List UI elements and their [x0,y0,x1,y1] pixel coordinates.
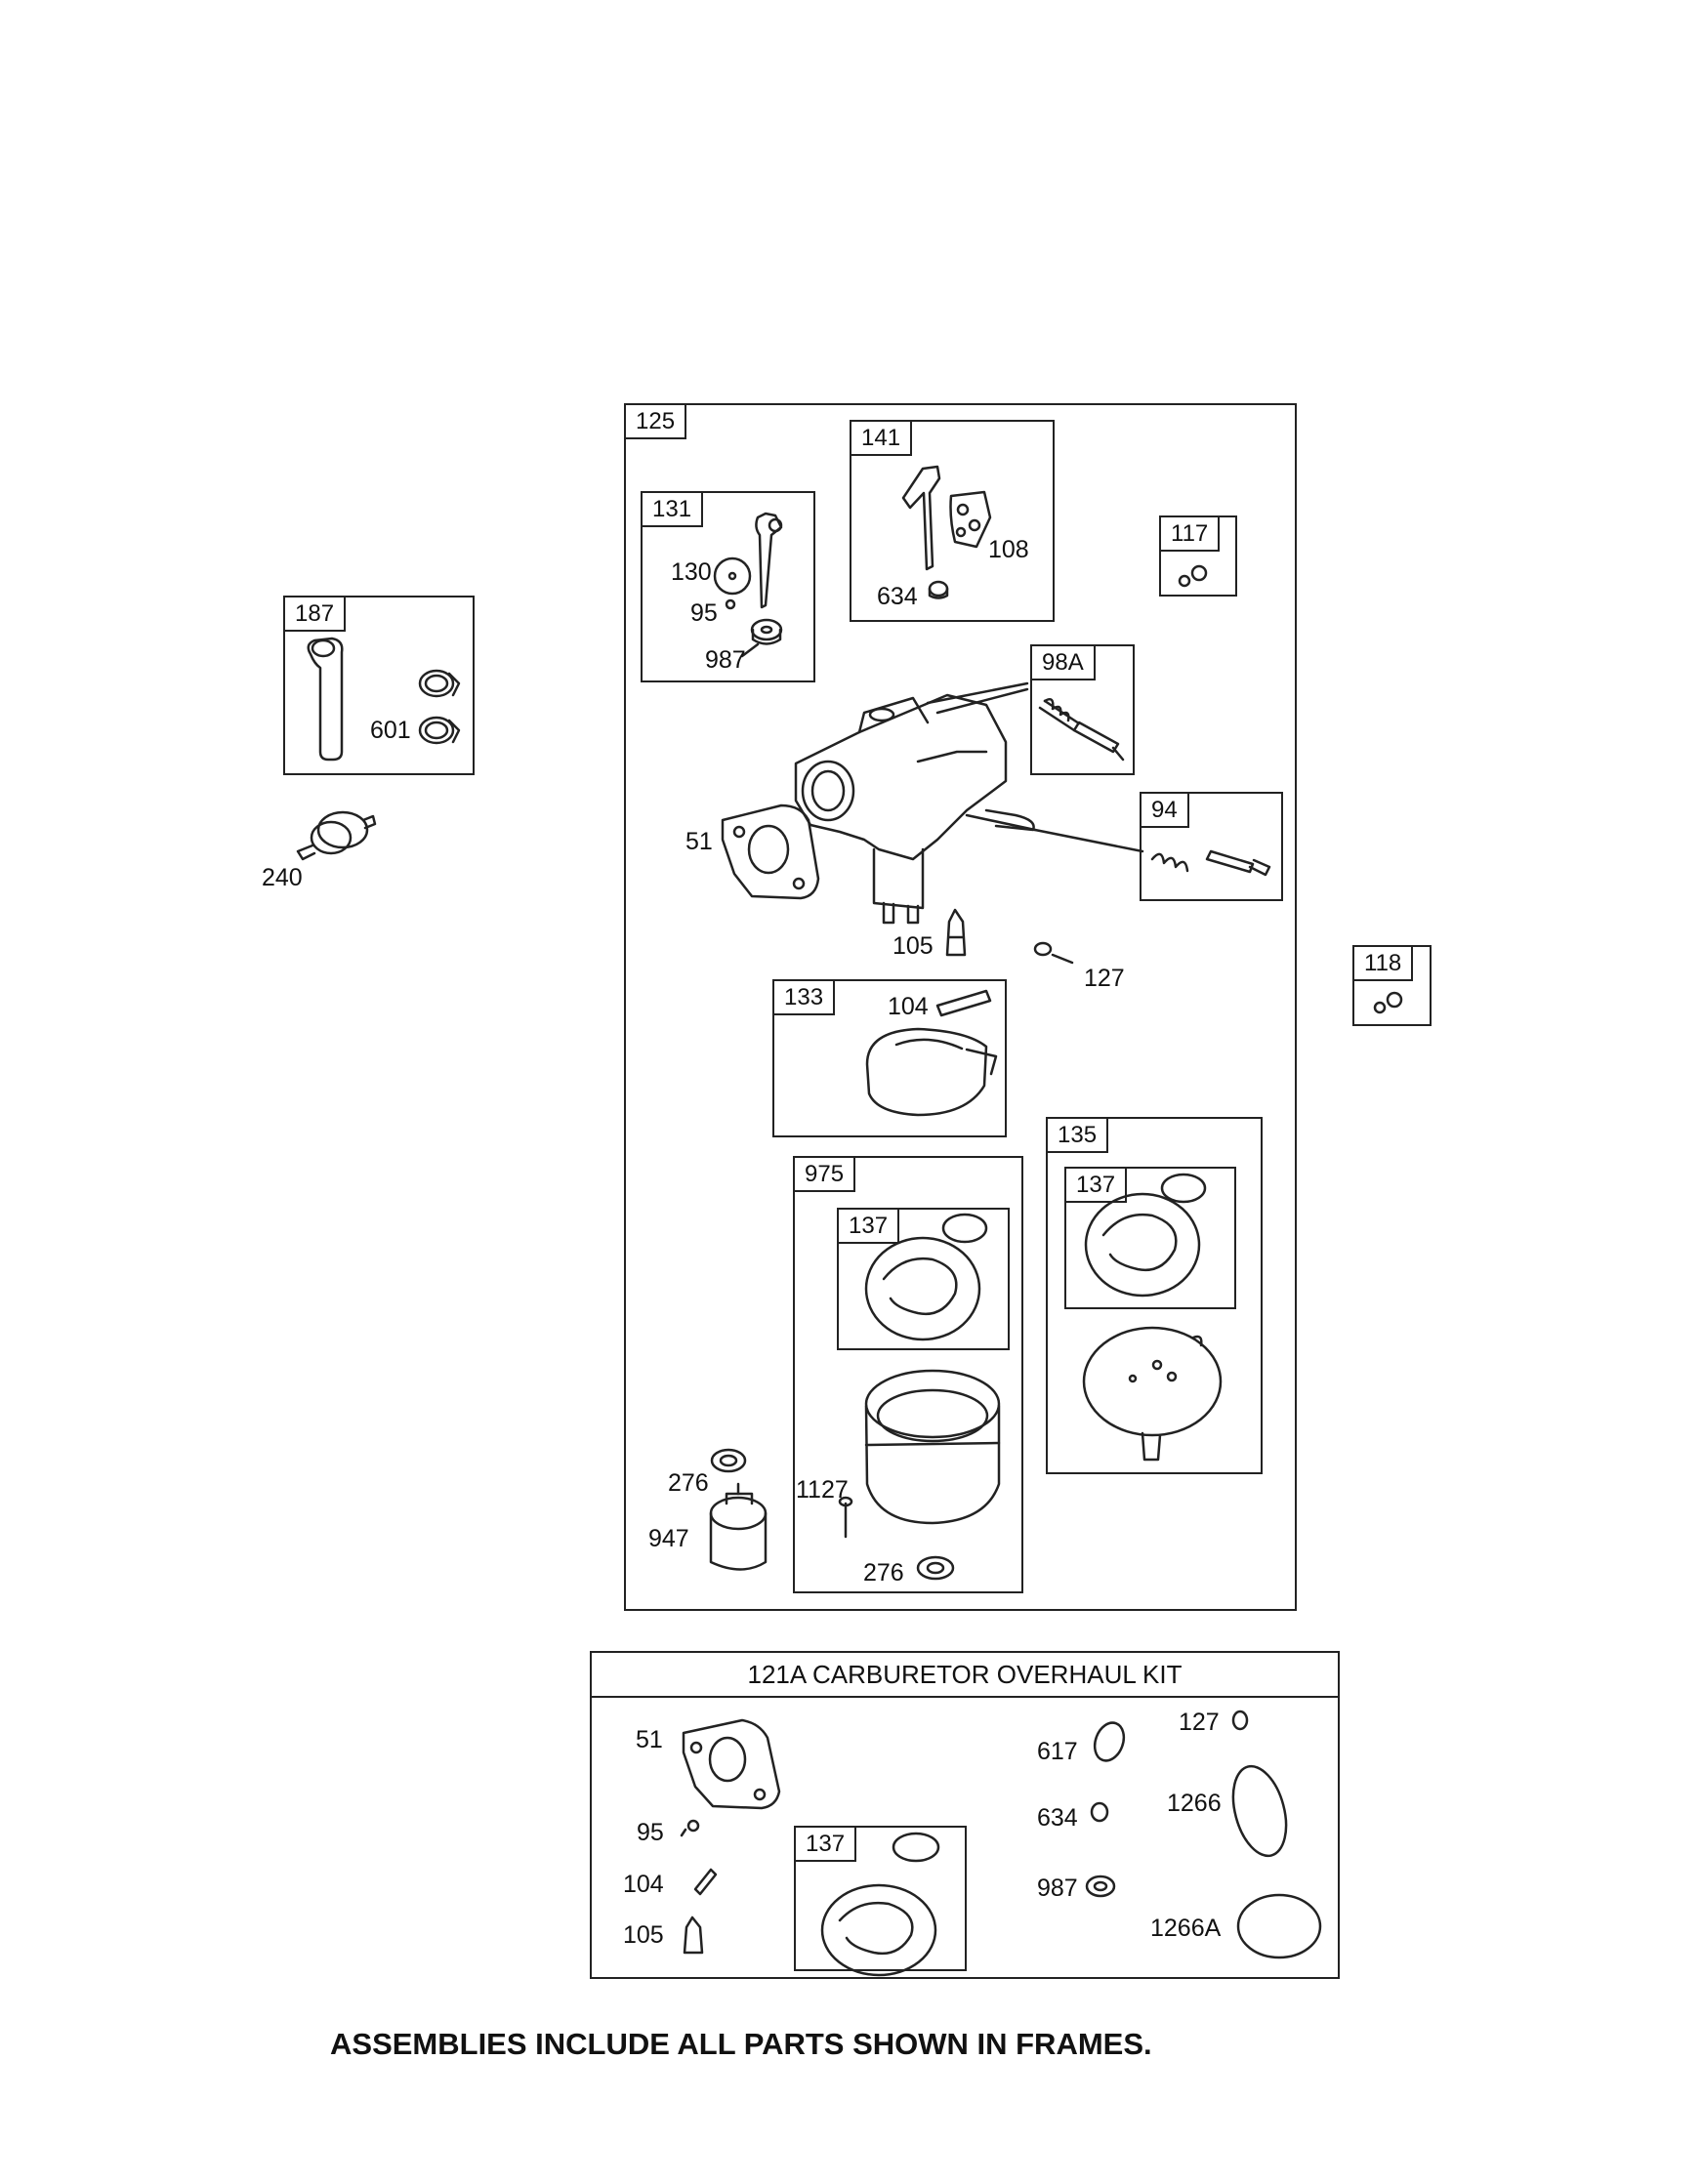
frame-98a: 98A [1030,644,1135,775]
part-label-51: 51 [685,828,713,855]
gasket-icon [721,804,820,900]
kit-label-51: 51 [636,1726,663,1753]
carburetor-body-icon [794,681,1144,925]
frame-137-in-975: 137 [837,1208,1010,1350]
kit-label-127: 127 [1179,1709,1220,1736]
choke-shaft-icon [901,465,992,599]
part-label-127: 127 [1084,965,1125,992]
nut-icon [1373,991,1403,1014]
float-bowl-icon [864,1369,1001,1525]
pin-icon [693,1868,718,1896]
o-ring-icon [1033,941,1074,965]
frame-label-131: 131 [643,493,704,527]
hose-clamp-icon [418,669,461,745]
frame-label-187: 187 [285,598,347,632]
kit-label-1266: 1266 [1167,1790,1222,1817]
frame-label-125: 125 [626,405,687,439]
frame-label-118: 118 [1354,947,1414,981]
part-label-240: 240 [262,864,303,891]
gasket-icon [682,1718,781,1810]
washer-icon [916,1555,955,1581]
idle-screw-icon [1038,698,1125,762]
frame-94: 94 [1140,792,1283,901]
kit-label-105: 105 [623,1921,664,1949]
assemblies-note: ASSEMBLIES INCLUDE ALL PARTS SHOWN IN FR… [330,2027,1152,2061]
bowl-gasket-icon [1084,1173,1207,1298]
part-label-95: 95 [690,599,718,627]
frame-label-137: 137 [839,1210,900,1244]
frame-label-135: 135 [1048,1119,1109,1153]
throttle-shaft-icon [713,512,783,658]
part-label-601: 601 [370,717,411,744]
washer-icon [1085,1875,1116,1898]
mixture-screw-icon [1150,849,1271,877]
kit-label-617: 617 [1037,1738,1078,1765]
bowl-gasket-icon [820,1832,940,1977]
frame-label-975: 975 [795,1158,856,1192]
bowl-gasket-icon [864,1213,988,1341]
part-label-1127: 1127 [796,1476,849,1504]
part-label-104: 104 [888,993,929,1020]
o-ring-icon [1093,1721,1126,1762]
frame-label-133: 133 [774,981,836,1015]
float-needle-icon [945,908,967,957]
gasket-ring-icon [1231,1764,1288,1858]
frame-137-in-135: 137 [1064,1167,1236,1309]
kit-label-95: 95 [637,1819,664,1846]
part-label-276: 276 [863,1559,904,1586]
frame-label-137: 137 [1066,1169,1128,1203]
washer-icon [1090,1801,1109,1823]
part-label-947: 947 [648,1525,689,1552]
part-label-276: 276 [668,1469,709,1497]
part-label-108: 108 [988,536,1029,563]
frame-187: 187 [283,596,475,775]
part-label-634: 634 [877,583,918,610]
overhaul-kit-title: 121A CARBURETOR OVERHAUL KIT [592,1653,1338,1698]
bowl-screw-icon [838,1496,853,1539]
frame-118: 118 [1352,945,1432,1026]
part-label-987: 987 [705,646,746,674]
float-needle-icon [683,1916,704,1955]
screw-icon [680,1819,700,1837]
kit-label-104: 104 [623,1871,664,1898]
nut-icon [1178,564,1208,588]
frame-117: 117 [1159,515,1237,597]
o-ring-icon [1231,1710,1249,1731]
float-icon [865,989,998,1117]
gasket-ring-icon [1236,1893,1322,1959]
hose-icon [307,637,344,762]
frame-label-141: 141 [851,422,913,456]
kit-label-1266a: 1266A [1150,1915,1222,1942]
frame-label-94: 94 [1142,794,1189,828]
fuel-solenoid-icon [709,1482,768,1571]
frame-label-137: 137 [796,1828,857,1862]
frame-label-117: 117 [1161,517,1221,552]
part-label-130: 130 [671,558,712,586]
kit-label-634: 634 [1037,1804,1078,1832]
frame-131: 131 [641,491,815,682]
part-label-105: 105 [893,932,934,960]
fuel-filter-icon [296,810,377,861]
frame-label-98a: 98A [1032,646,1096,680]
bowl-plate-icon [1082,1326,1223,1462]
kit-label-987: 987 [1037,1875,1078,1902]
washer-icon [710,1448,747,1473]
